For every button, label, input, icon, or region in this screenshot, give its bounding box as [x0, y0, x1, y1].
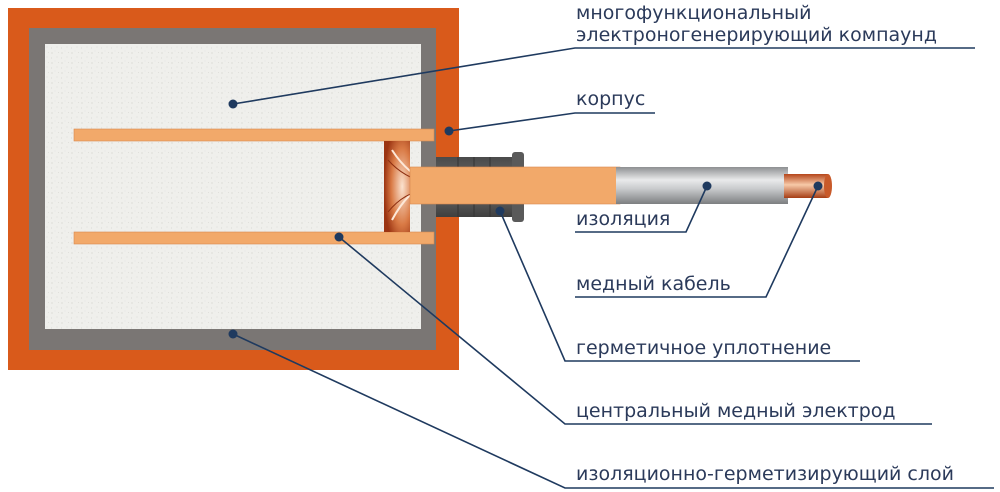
leader-seal-layer	[232, 333, 994, 489]
label-hermetic-seal: герметичное уплотнение	[576, 337, 831, 359]
dot-seal-layer	[228, 329, 238, 339]
dot-housing	[444, 126, 454, 136]
label-compound-line1: многофункциональный	[576, 2, 811, 24]
leader-copper-cable	[575, 185, 819, 298]
leader-insulation	[575, 185, 708, 233]
dot-central-electrode	[334, 232, 344, 242]
dot-compound	[228, 99, 238, 109]
label-seal-layer: изоляционно-герметизирующий слой	[576, 463, 954, 485]
cable-copper-tip	[784, 174, 832, 198]
leader-housing	[448, 112, 655, 132]
label-compound-line2: электроногенерирующий компаунд	[576, 24, 937, 46]
copper-cable	[409, 166, 621, 205]
leader-central-electrode	[338, 236, 932, 425]
dot-copper-cable	[813, 181, 823, 191]
label-housing: корпус	[576, 88, 645, 110]
label-insulation: изоляция	[576, 208, 670, 230]
compound-fill	[45, 44, 421, 329]
leader-hermetic-seal	[499, 210, 860, 362]
label-central-electrode: центральный медный электрод	[576, 400, 896, 422]
central-electrode	[73, 128, 435, 245]
label-copper-cable: медный кабель	[576, 273, 731, 295]
leader-compound	[232, 47, 975, 105]
dot-hermetic-seal	[495, 206, 505, 216]
dot-insulation	[702, 181, 712, 191]
